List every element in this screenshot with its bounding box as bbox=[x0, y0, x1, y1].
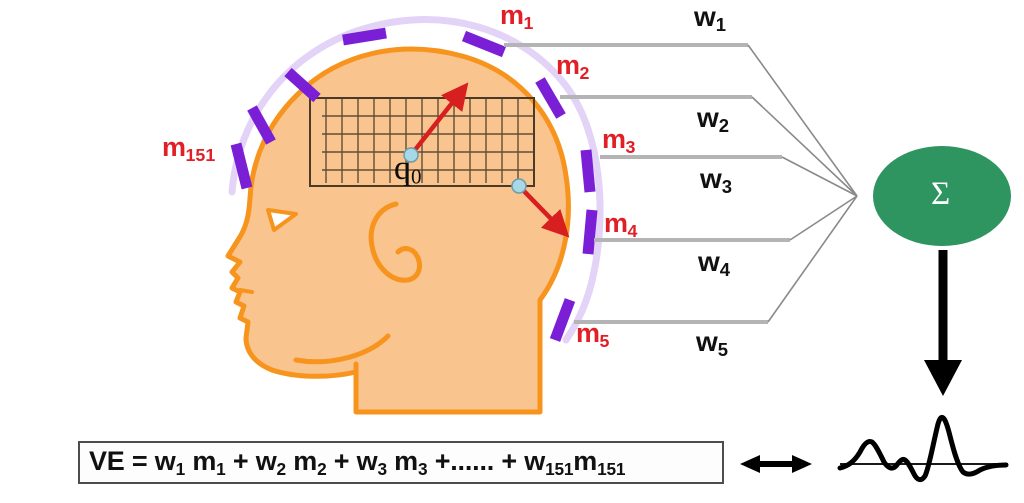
fan-line-2 bbox=[751, 96, 858, 197]
sensor-dash-a bbox=[247, 105, 276, 145]
waveform-trace bbox=[837, 414, 1009, 483]
sensor-label-m151: m151 bbox=[162, 132, 216, 165]
sensor-dash-5 bbox=[549, 298, 576, 342]
dipole-arrow-secondary bbox=[517, 184, 570, 238]
source-dipole-label: q0 bbox=[394, 150, 422, 189]
sensor-dash-3 bbox=[580, 149, 596, 193]
dipole-marker-secondary bbox=[511, 178, 527, 194]
sensor-dash-151 bbox=[230, 142, 253, 190]
sensor-dash-b bbox=[284, 67, 321, 103]
sensor-dash-2 bbox=[535, 77, 566, 119]
equivalence-arrow bbox=[740, 455, 812, 473]
virtual-electrode-equation-box: VE = w1 m1 + w2 m2 + w3 m3 +...... + w15… bbox=[78, 441, 724, 484]
fan-line-1 bbox=[747, 44, 858, 197]
weight-label-w5: w5 bbox=[696, 326, 729, 361]
summation-node[interactable] bbox=[873, 146, 1011, 246]
jaw-line bbox=[293, 333, 391, 365]
dipole-arrow-primary bbox=[409, 82, 469, 157]
output-arrow bbox=[924, 250, 962, 396]
fan-line-5 bbox=[767, 195, 858, 323]
weight-channel-lines bbox=[504, 43, 790, 324]
source-dipoles bbox=[403, 82, 570, 238]
summation-symbol: Σ bbox=[931, 176, 951, 212]
sensor-label-m1: m1 bbox=[500, 0, 534, 33]
fan-line-3 bbox=[781, 156, 858, 197]
weight-label-w4: w4 bbox=[698, 246, 731, 281]
summation-fan-lines bbox=[747, 44, 858, 323]
weight-label-w2: w2 bbox=[697, 102, 730, 137]
sensor-dash-1 bbox=[461, 30, 507, 58]
sensor-label-m3: m3 bbox=[602, 124, 636, 157]
weight-label-w3: w3 bbox=[700, 163, 733, 198]
sensor-label-m2: m2 bbox=[556, 50, 590, 83]
dipole-marker-primary bbox=[403, 147, 419, 163]
fan-line-4 bbox=[789, 195, 858, 241]
ear-icon bbox=[368, 201, 423, 283]
sensor-dash-c bbox=[342, 27, 387, 46]
source-grid-border bbox=[309, 97, 535, 187]
sensor-label-m5: m5 bbox=[576, 318, 610, 351]
sensor-label-m4: m4 bbox=[604, 208, 638, 241]
virtual-electrode-equation-text: VE = w1 m1 + w2 m2 + w3 m3 +...... + w15… bbox=[89, 445, 626, 479]
weight-label-w1: w1 bbox=[694, 1, 727, 36]
eye-icon bbox=[266, 208, 298, 232]
nostril-icon bbox=[238, 288, 254, 294]
sensor-array bbox=[230, 27, 598, 342]
sensor-dash-4 bbox=[582, 209, 598, 255]
output-waveform bbox=[837, 414, 1009, 483]
